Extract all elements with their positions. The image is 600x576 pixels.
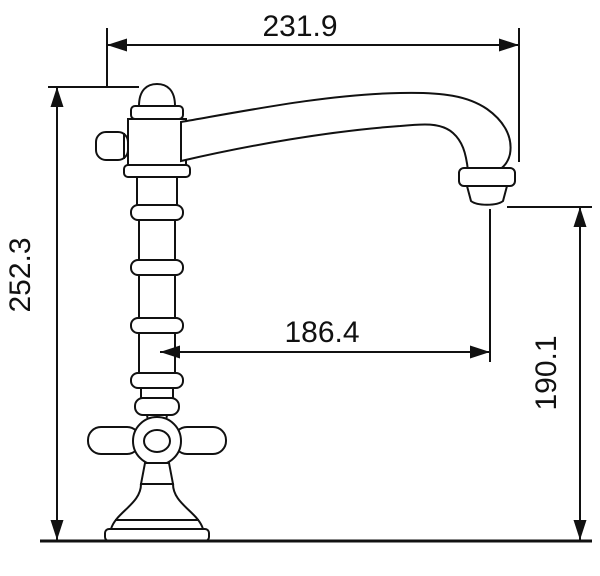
arrowhead-up [50, 87, 64, 107]
arrowhead-right [470, 345, 490, 359]
dimension-label-top-width: 231.9 [262, 10, 337, 43]
base-flare [109, 483, 205, 530]
dimension-spout-height: 190.1 [507, 206, 592, 540]
dimension-top-width: 231.9 [106, 10, 520, 162]
spout-outline [180, 91, 512, 172]
arrowhead-left [107, 38, 127, 52]
cap-collar [130, 105, 184, 120]
faucet-outline [87, 82, 516, 542]
arrowhead-right [499, 38, 519, 52]
dimension-label-spout-reach: 186.4 [284, 316, 359, 349]
arrowhead-up [573, 207, 587, 227]
column-segment [138, 274, 176, 321]
arrowhead-down [50, 520, 64, 540]
column-bead [130, 317, 184, 334]
dimension-label-overall-height: 252.3 [4, 237, 37, 312]
base-plate [104, 528, 210, 542]
arrowhead-down [573, 520, 587, 540]
handle-top-arm [134, 397, 180, 416]
valve-body [127, 118, 187, 168]
column-segment [136, 176, 178, 208]
handle-hub-cap [143, 429, 171, 453]
dimension-spout-reach: 186.4 [160, 209, 491, 362]
arrowhead-left [160, 345, 180, 359]
column-collar [123, 164, 191, 178]
column-bead [130, 372, 184, 389]
handle-lower-stem [139, 462, 175, 485]
column-bead [130, 259, 184, 276]
spout-aerator-collar [458, 167, 516, 187]
column-bead [130, 204, 184, 221]
dimension-label-spout-height: 190.1 [530, 335, 563, 410]
cap-dome [137, 82, 177, 107]
spout-aerator-tip [465, 185, 509, 206]
dimension-overall-height: 252.3 [4, 86, 139, 540]
side-knob [95, 131, 129, 161]
column-segment [138, 219, 176, 263]
